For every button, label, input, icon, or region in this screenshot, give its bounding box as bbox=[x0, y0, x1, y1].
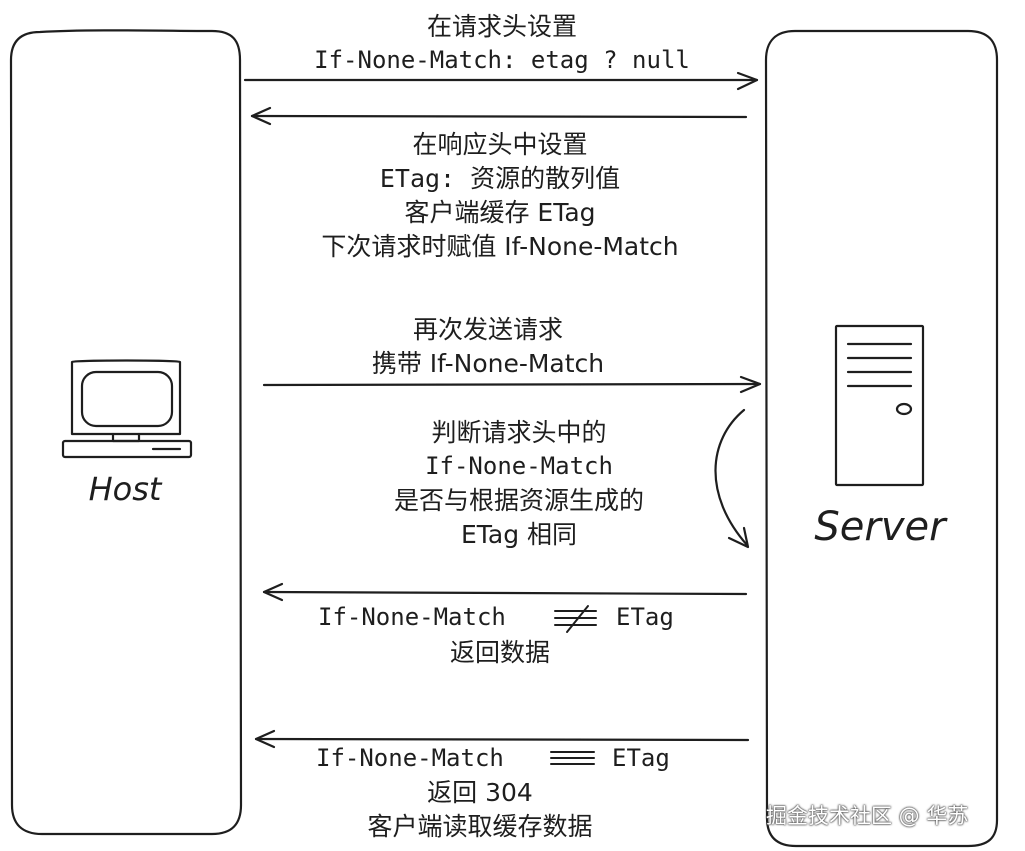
msg2-line2: ETag: 资源的散列值 bbox=[379, 164, 621, 193]
not-equal-symbol bbox=[554, 605, 597, 633]
msg6-line2: 返回 304 bbox=[427, 778, 533, 807]
msg5-line2: 返回数据 bbox=[449, 638, 550, 667]
msg4-line2: If-None-Match bbox=[425, 452, 613, 480]
msg3-line1: 再次发送请求 bbox=[412, 315, 563, 344]
monitor-icon bbox=[61, 359, 193, 459]
msg2-line3: 客户端缓存 ETag bbox=[404, 198, 596, 227]
msg6-left: If-None-Match bbox=[316, 744, 504, 772]
msg6-right: ETag bbox=[612, 744, 670, 772]
msg6-line3: 客户端读取缓存数据 bbox=[367, 812, 593, 841]
msg1-header: If-None-Match: etag ? null bbox=[314, 46, 690, 74]
msg4-line4: ETag 相同 bbox=[460, 520, 578, 549]
arrow-request-2 bbox=[262, 375, 762, 394]
host-label: Host bbox=[88, 470, 162, 508]
server-label: Server bbox=[814, 504, 946, 550]
msg2-line4: 下次请求时赋值 If-None-Match bbox=[321, 232, 679, 261]
msg4-line3: 是否与根据资源生成的 bbox=[393, 486, 644, 515]
server-tower-icon bbox=[834, 324, 925, 487]
arrow-server-check bbox=[714, 408, 750, 549]
msg3-line2: 携带 If-None-Match bbox=[371, 349, 605, 378]
watermark: 掘金技术社区 @ 华苏 bbox=[766, 804, 969, 828]
host-box bbox=[9, 29, 243, 836]
arrow-response-1 bbox=[250, 106, 748, 126]
identical-symbol bbox=[550, 751, 595, 765]
server-box bbox=[764, 29, 999, 848]
arrow-response-2 bbox=[262, 582, 748, 602]
msg5-left: If-None-Match bbox=[318, 603, 506, 631]
msg1-title: 在请求头设置 bbox=[426, 12, 577, 41]
arrow-response-3 bbox=[254, 729, 750, 749]
arrow-request-1 bbox=[243, 71, 759, 91]
msg2-line1: 在响应头中设置 bbox=[412, 130, 588, 159]
msg4-line1: 判断请求头中的 bbox=[431, 418, 607, 447]
msg5-right: ETag bbox=[616, 603, 674, 631]
